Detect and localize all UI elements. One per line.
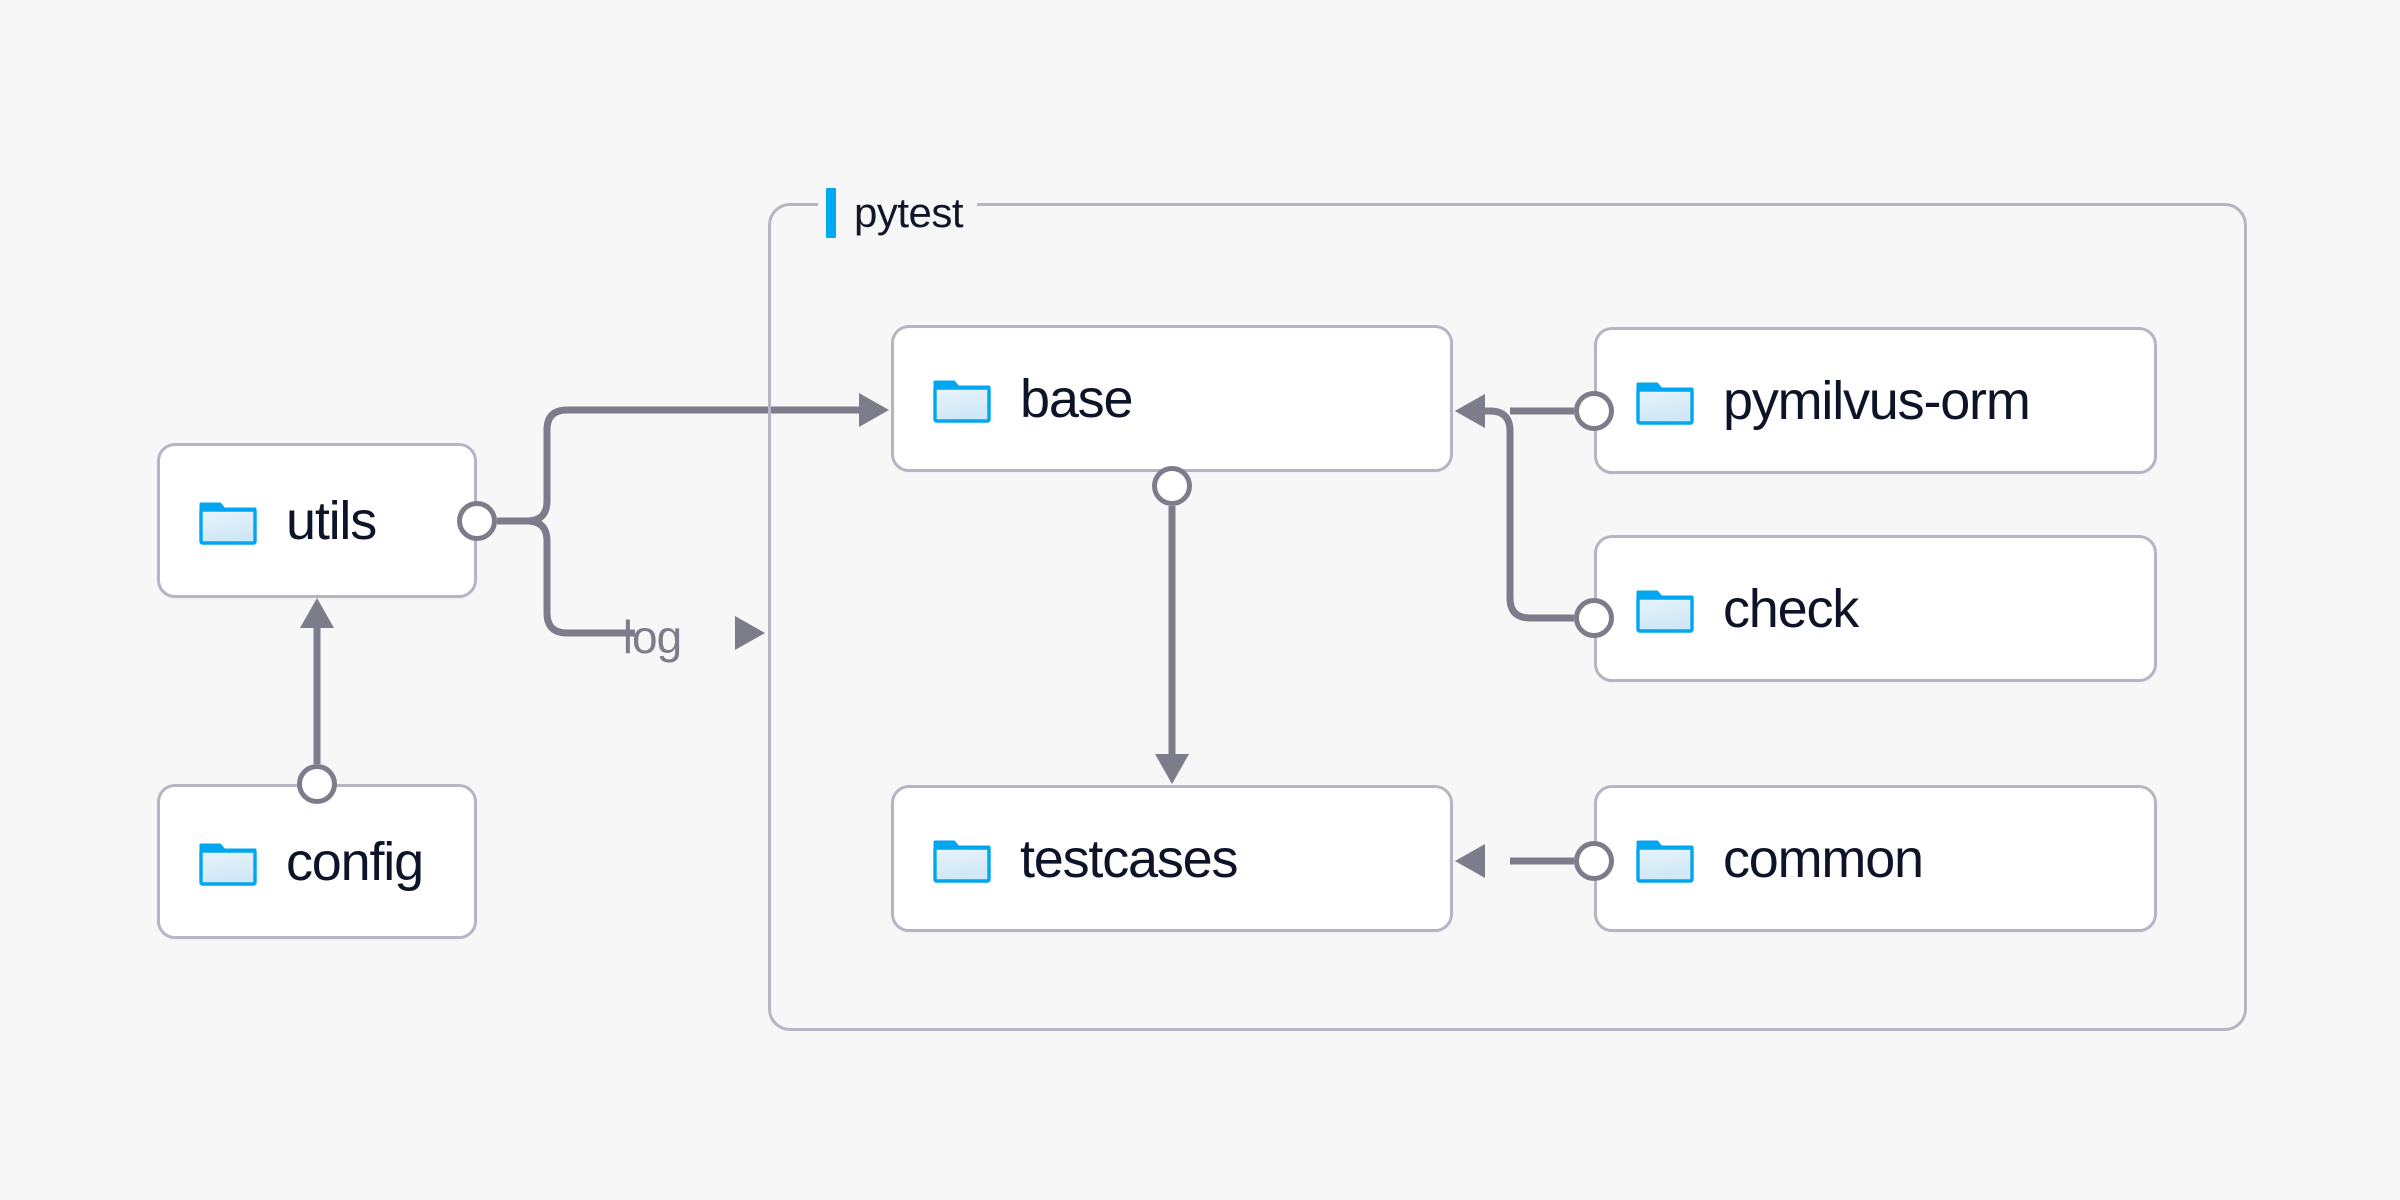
folder-icon <box>199 502 257 545</box>
node-label-common: common <box>1723 828 1924 889</box>
port-check-left[interactable] <box>1574 598 1614 638</box>
folder-icon <box>199 843 257 886</box>
folder-icon <box>1636 590 1694 633</box>
node-label-config: config <box>286 831 424 892</box>
node-common[interactable]: common <box>1594 785 2157 932</box>
node-label-base: base <box>1020 368 1134 429</box>
node-label-utils: utils <box>286 490 377 551</box>
port-base-bottom[interactable] <box>1152 466 1192 506</box>
group-container-pytest[interactable] <box>768 203 2247 1031</box>
node-check[interactable]: check <box>1594 535 2157 682</box>
edge-utils-log-arrowhead-icon <box>735 616 765 650</box>
edge-utils-log[interactable] <box>497 517 635 637</box>
folder-icon <box>933 380 991 423</box>
port-pymilvus-left[interactable] <box>1574 391 1614 431</box>
edge-config-utils-arrowhead-icon <box>300 598 334 628</box>
node-base[interactable]: base <box>891 325 1453 472</box>
node-label-check: check <box>1723 578 1859 639</box>
edge-label-log: log <box>622 611 682 663</box>
node-config[interactable]: config <box>157 784 477 939</box>
group-accent-bar-icon <box>826 188 836 238</box>
group-label-text: pytest <box>854 189 964 236</box>
port-utils-right[interactable] <box>457 501 497 541</box>
node-testcases[interactable]: testcases <box>891 785 1453 932</box>
node-pymilvus-orm[interactable]: pymilvus-orm <box>1594 327 2157 474</box>
node-utils[interactable]: utils <box>157 443 477 598</box>
port-common-left[interactable] <box>1574 841 1614 881</box>
port-config-top[interactable] <box>297 764 337 804</box>
folder-icon <box>1636 840 1694 883</box>
node-label-testcases: testcases <box>1020 828 1239 889</box>
node-label-pymilvus-orm: pymilvus-orm <box>1723 370 2031 431</box>
folder-icon <box>933 840 991 883</box>
group-label-pytest[interactable]: pytest <box>818 185 978 241</box>
folder-icon <box>1636 382 1694 425</box>
